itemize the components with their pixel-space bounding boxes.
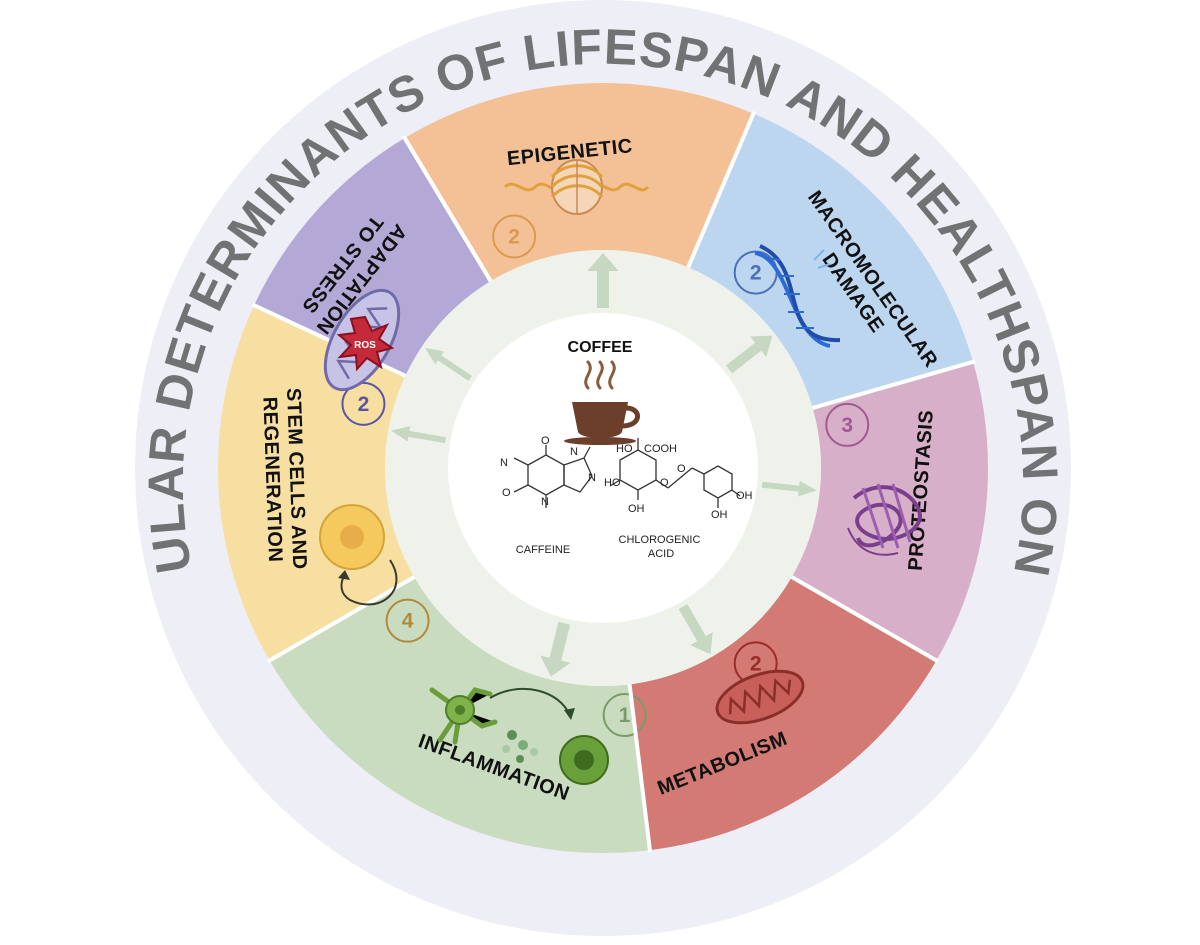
badge-number: 2 [750,262,762,285]
arrow-head [391,426,411,442]
sector-adaptation [254,137,491,376]
arrow-shaft [678,604,706,642]
ros-label: ROS [354,340,376,351]
caffeine-atom: N [500,457,508,469]
arrow-shaft [408,430,446,444]
badge-number: 2 [358,393,370,416]
nucleosome-icon [503,159,650,215]
ros-burst-icon: ROS [336,315,395,372]
sector-icons: ROS [319,159,922,785]
arrow-head [587,253,619,271]
stem-cell-icon [319,504,398,606]
center-content: COFFEE N N N N O O [500,339,753,560]
caffeine-atom: N [541,496,549,508]
mitochondrion-icon [715,669,805,725]
arrow-shaft [549,621,571,661]
immune-cell-icon [429,687,609,785]
sector-divider [627,684,653,853]
chlorogenic-atom: OH [736,490,753,502]
arrow-head [424,347,445,365]
sector-macromolecular [688,113,974,408]
chlorogenic-acid-structure [609,438,741,508]
badge-circle [492,214,537,259]
sector-divider [686,110,757,269]
sector-divider [812,359,976,410]
arrow-shaft [438,355,473,382]
caffeine-label: CAFFEINE [516,544,570,556]
coffee-cup-icon [564,360,640,445]
chlorogenic-atom: HO [616,443,633,455]
chlorogenic-acid-label: CHLOROGENIC ACID [619,534,704,560]
chlorogenic-atom: O [660,477,669,489]
protein-icon [847,483,922,556]
caffeine-atom: O [541,435,550,447]
caffeine-atom: O [502,487,511,499]
sector-proteostasis [791,361,988,661]
coffee-heading: COFFEE [568,339,633,356]
badge-circle [385,598,430,643]
badge-circle [825,402,870,447]
arrow-head [798,480,817,497]
badge-number: 4 [402,610,414,633]
badge-number: 1 [619,704,631,727]
caffeine-atom: N [570,446,578,458]
badge-number: 2 [508,225,520,248]
badge-circle [602,693,647,738]
chlorogenic-atom: OH [711,509,728,521]
sector-stem [218,305,415,661]
sector-separators [251,110,976,853]
caffeine-structure [513,445,593,508]
chlorogenic-atom: O [677,463,686,475]
chlorogenic-atom: COOH [644,443,677,455]
badge-number: 2 [750,652,762,675]
caffeine-atom: N [588,472,596,484]
center-arrows [391,253,817,677]
chlorogenic-atom: HO [604,477,621,489]
arrow-shaft [726,342,762,374]
arrow-head [540,655,571,677]
sector-divider [401,135,493,283]
center-circle [448,313,758,623]
badge-number: 3 [841,414,853,437]
chlorogenic-atom: OH [628,503,645,515]
arrow-head [690,632,713,655]
dna-icon [754,244,841,348]
sector-divider [266,575,416,664]
sector-divider [790,575,940,664]
arrow-head [750,335,773,357]
sector-metabolism [629,577,937,851]
arrow-shaft [761,481,800,492]
